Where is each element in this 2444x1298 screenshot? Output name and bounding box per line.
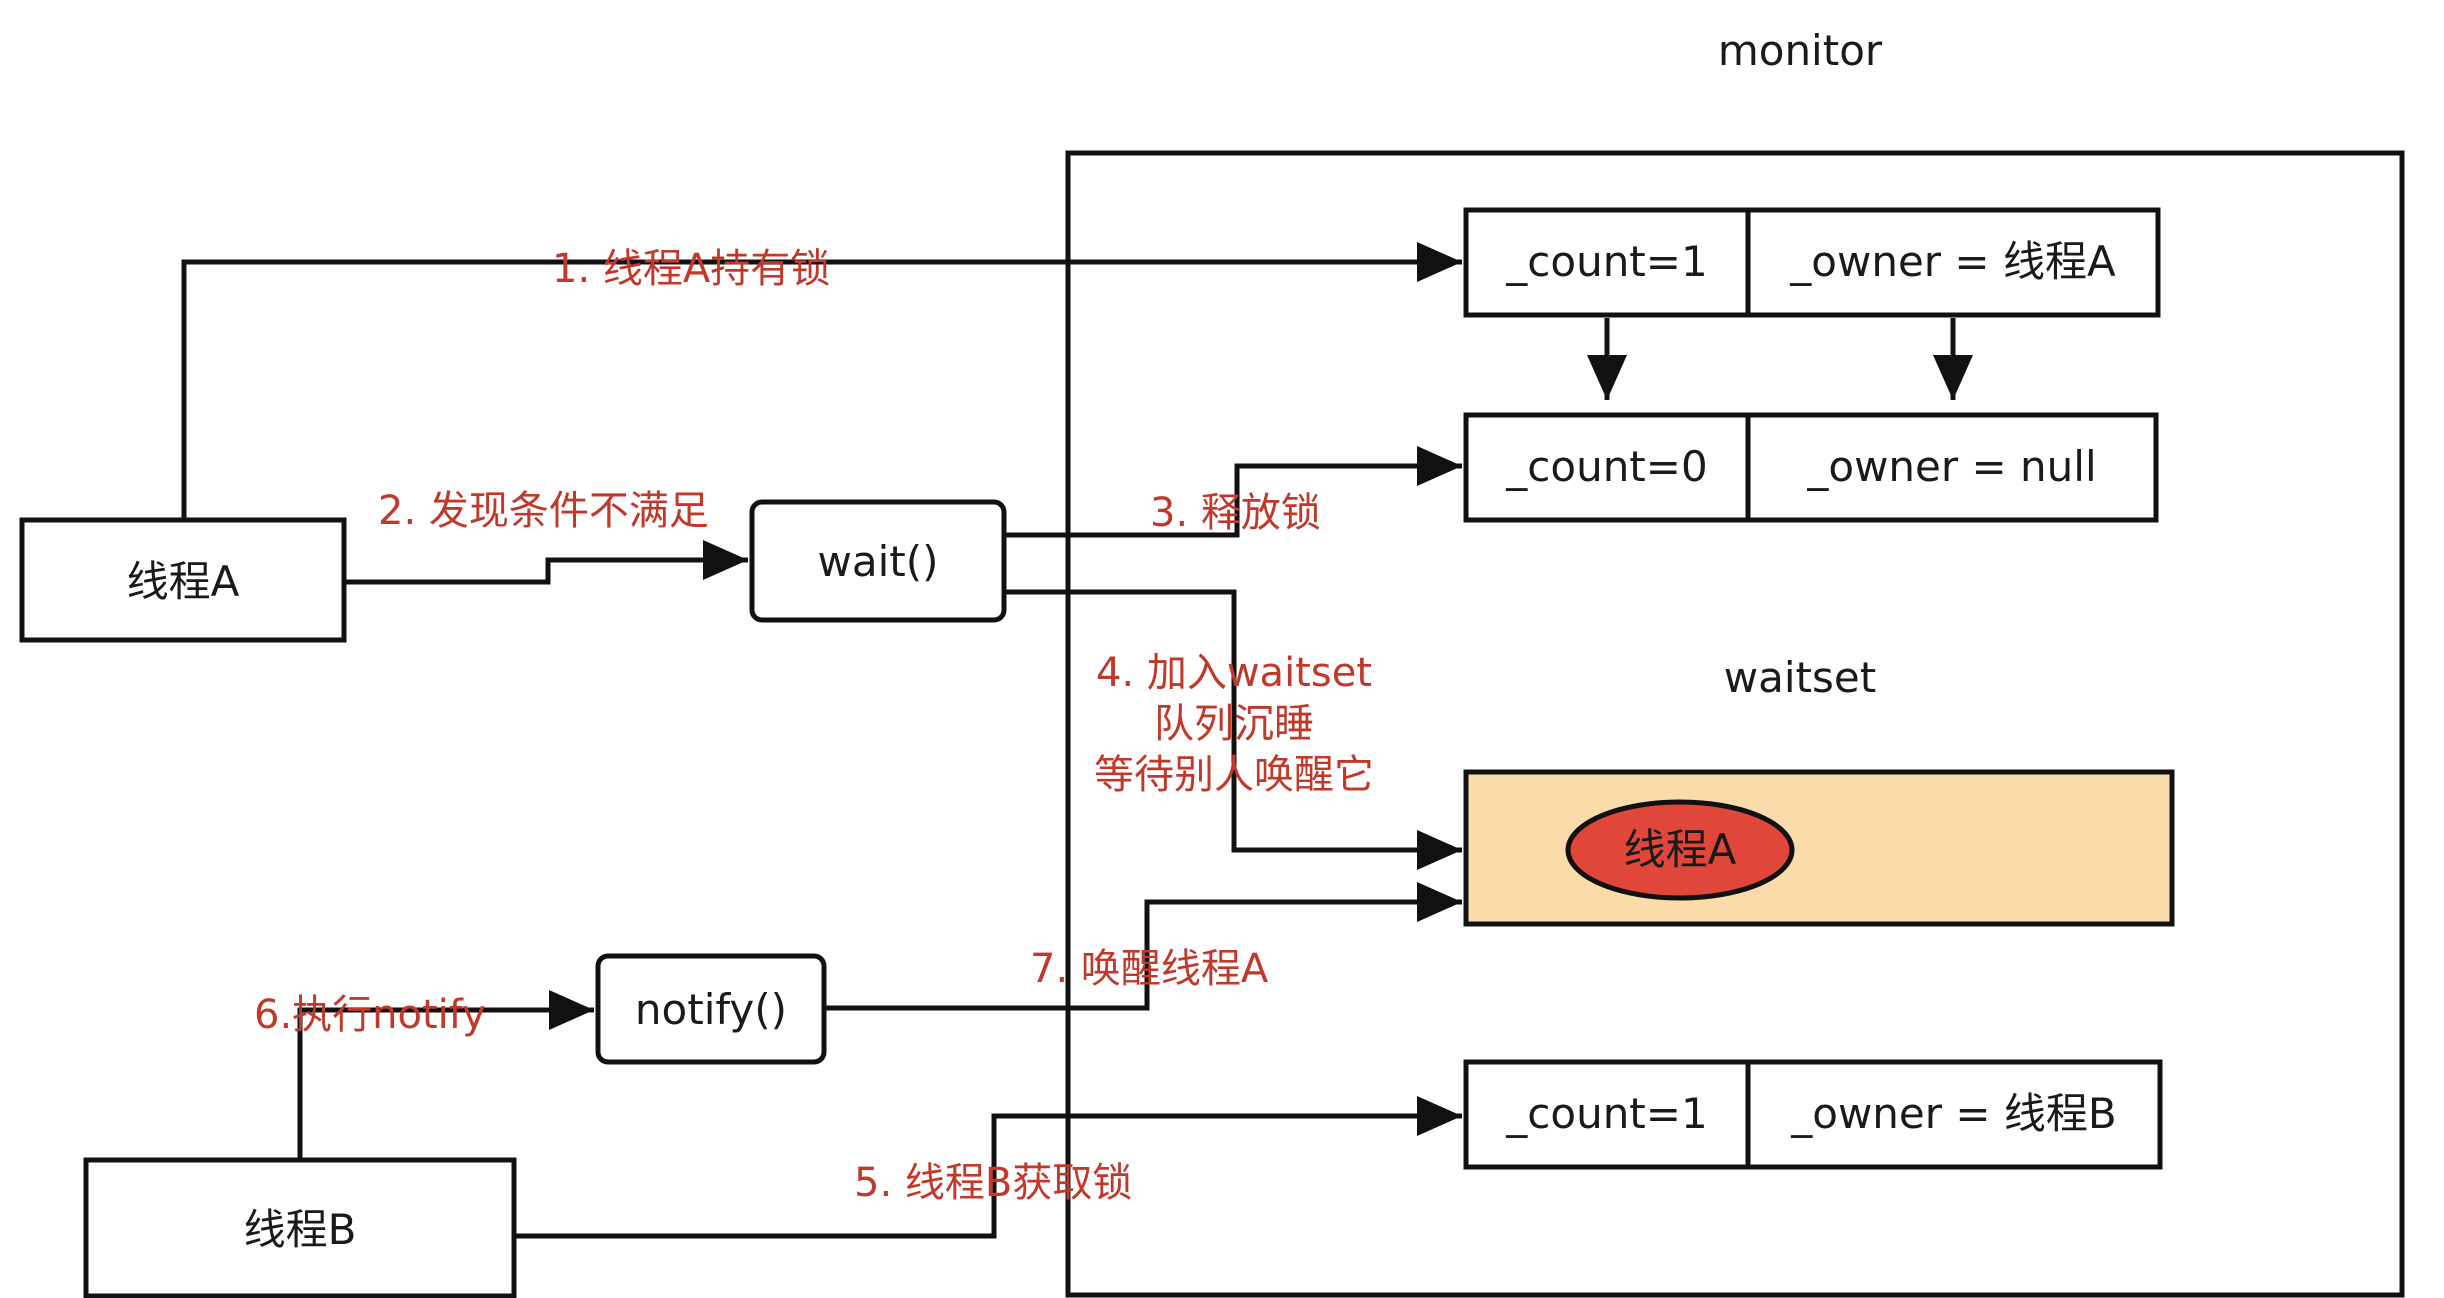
step6-label: 6.执行notify <box>254 992 486 1038</box>
step5-connector <box>514 1096 1462 1239</box>
monitor-title: monitor <box>1718 26 1883 75</box>
thread-b-box <box>83 1157 517 1298</box>
step4-label-line1: 4. 加入waitset <box>1096 650 1372 696</box>
step4-label-line2: 队列沉睡 <box>1154 701 1314 747</box>
step7-label: 7. 唤醒线程A <box>1030 946 1269 992</box>
step4-connector <box>1004 589 1462 870</box>
owner-value: _owner = null <box>1806 442 2096 491</box>
step2-label: 2. 发现条件不满足 <box>378 488 709 534</box>
wait-method-box <box>749 499 1007 623</box>
step1-connector <box>181 242 1462 520</box>
step2-connector <box>344 540 748 585</box>
waitset-thread-label: 线程A <box>1624 825 1737 874</box>
step1-label: 1. 线程A持有锁 <box>552 246 830 292</box>
step4-label: 4. 加入waitset 队列沉睡 等待别人唤醒它 <box>1094 650 1374 798</box>
count-value: _count=0 <box>1505 442 1707 491</box>
step3-label: 3. 释放锁 <box>1150 490 1321 536</box>
step7-connector <box>824 882 1462 1011</box>
step5-label: 5. 线程B获取锁 <box>854 1160 1132 1206</box>
count-value: _count=1 <box>1505 237 1707 286</box>
step6-connector <box>297 990 594 1160</box>
waitset-title: waitset <box>1724 653 1876 702</box>
notify-method-label: notify() <box>635 985 787 1034</box>
owner-value: _owner = 线程A <box>1789 237 2116 286</box>
state-initial: _count=1 _owner = 线程A <box>1463 207 2161 318</box>
thread-a-box <box>19 517 347 643</box>
state-final: _count=1 _owner = 线程B <box>1463 1059 2163 1170</box>
wait-method-label: wait() <box>818 537 939 586</box>
step4-label-line3: 等待别人唤醒它 <box>1094 752 1374 798</box>
count-value: _count=1 <box>1505 1089 1707 1138</box>
step3-connector <box>1004 446 1462 538</box>
state-released: _count=0 _owner = null <box>1463 412 2159 523</box>
waitset-thread-a <box>1565 799 1795 901</box>
owner-value: _owner = 线程B <box>1790 1089 2116 1138</box>
thread-a-label: 线程A <box>127 557 240 606</box>
thread-b-label: 线程B <box>244 1205 357 1254</box>
